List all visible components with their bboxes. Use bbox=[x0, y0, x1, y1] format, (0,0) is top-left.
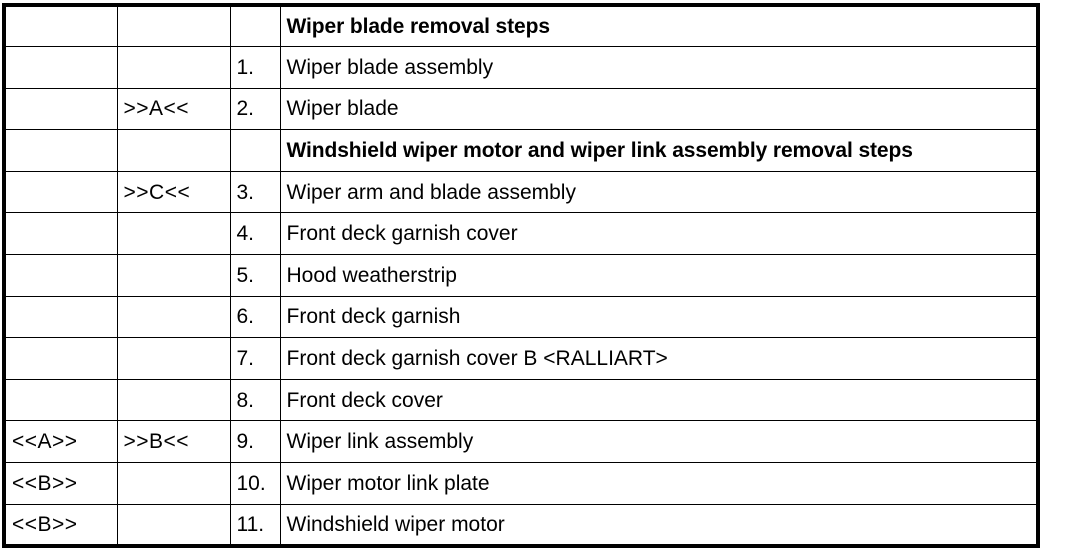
cell-reference-mid bbox=[116, 295, 231, 339]
cell-reference-left bbox=[4, 295, 118, 339]
cell-reference-mid bbox=[116, 503, 231, 546]
cell-description: Front deck garnish bbox=[279, 295, 1038, 339]
cell-description: Front deck garnish cover B <RALLIART> bbox=[279, 337, 1038, 380]
cell-step-number bbox=[229, 5, 281, 48]
cell-step-number: 3. bbox=[229, 170, 281, 214]
table-row: 5.Hood weatherstrip bbox=[4, 254, 1038, 297]
cell-description: Wiper arm and blade assembly bbox=[279, 170, 1038, 214]
cell-step-number: 8. bbox=[229, 378, 281, 422]
cell-reference-left bbox=[4, 87, 118, 131]
cell-reference-mid bbox=[116, 337, 231, 380]
cell-reference-mid bbox=[116, 462, 231, 505]
cell-reference-left bbox=[4, 254, 118, 297]
cell-reference-left: <<B>> bbox=[4, 462, 118, 505]
cell-step-number: 9. bbox=[229, 420, 281, 464]
table-row: 4.Front deck garnish cover bbox=[4, 212, 1038, 256]
cell-step-number: 6. bbox=[229, 295, 281, 339]
table-row: Wiper blade removal steps bbox=[4, 5, 1038, 48]
table-row: 1.Wiper blade assembly bbox=[4, 46, 1038, 89]
cell-description: Wiper blade bbox=[279, 87, 1038, 131]
table-row: 7.Front deck garnish cover B <RALLIART> bbox=[4, 337, 1038, 380]
table-row: Windshield wiper motor and wiper link as… bbox=[4, 129, 1038, 172]
table-row: >>C<<3.Wiper arm and blade assembly bbox=[4, 170, 1038, 214]
cell-step-number: 5. bbox=[229, 254, 281, 297]
cell-reference-mid bbox=[116, 212, 231, 256]
cell-reference-left: <<B>> bbox=[4, 503, 118, 546]
cell-description: Wiper blade assembly bbox=[279, 46, 1038, 89]
cell-reference-mid: >>C<< bbox=[116, 170, 231, 214]
cell-reference-mid: >>A<< bbox=[116, 87, 231, 131]
cell-section-heading: Wiper blade removal steps bbox=[279, 5, 1038, 48]
cell-reference-mid: >>B<< bbox=[116, 420, 231, 464]
cell-reference-mid bbox=[116, 378, 231, 422]
cell-description: Front deck cover bbox=[279, 378, 1038, 422]
table-row: 6.Front deck garnish bbox=[4, 295, 1038, 339]
cell-reference-left bbox=[4, 5, 118, 48]
cell-section-heading: Windshield wiper motor and wiper link as… bbox=[279, 129, 1038, 172]
cell-description: Windshield wiper motor bbox=[279, 503, 1038, 546]
cell-step-number: 4. bbox=[229, 212, 281, 256]
cell-step-number: 11. bbox=[229, 503, 281, 546]
cell-step-number: 2. bbox=[229, 87, 281, 131]
cell-step-number: 7. bbox=[229, 337, 281, 380]
cell-description: Hood weatherstrip bbox=[279, 254, 1038, 297]
cell-reference-left bbox=[4, 337, 118, 380]
cell-reference-mid bbox=[116, 46, 231, 89]
cell-reference-left bbox=[4, 129, 118, 172]
cell-reference-left: <<A>> bbox=[4, 420, 118, 464]
table-row: <<B>> 10.Wiper motor link plate bbox=[4, 462, 1038, 505]
table-row: <<B>> 11.Windshield wiper motor bbox=[4, 503, 1038, 546]
cell-reference-left bbox=[4, 378, 118, 422]
cell-reference-mid bbox=[116, 129, 231, 172]
cell-description: Front deck garnish cover bbox=[279, 212, 1038, 256]
table-row: >>A<<2.Wiper blade bbox=[4, 87, 1038, 131]
cell-step-number: 10. bbox=[229, 462, 281, 505]
cell-step-number bbox=[229, 129, 281, 172]
cell-reference-mid bbox=[116, 254, 231, 297]
cell-reference-left bbox=[4, 170, 118, 214]
cell-reference-left bbox=[4, 46, 118, 89]
cell-description: Wiper motor link plate bbox=[279, 462, 1038, 505]
cell-step-number: 1. bbox=[229, 46, 281, 89]
table-row: 8.Front deck cover bbox=[4, 378, 1038, 422]
cell-reference-left bbox=[4, 212, 118, 256]
cell-description: Wiper link assembly bbox=[279, 420, 1038, 464]
table-row: <<A>>>>B<<9.Wiper link assembly bbox=[4, 420, 1038, 464]
cell-reference-mid bbox=[116, 5, 231, 48]
